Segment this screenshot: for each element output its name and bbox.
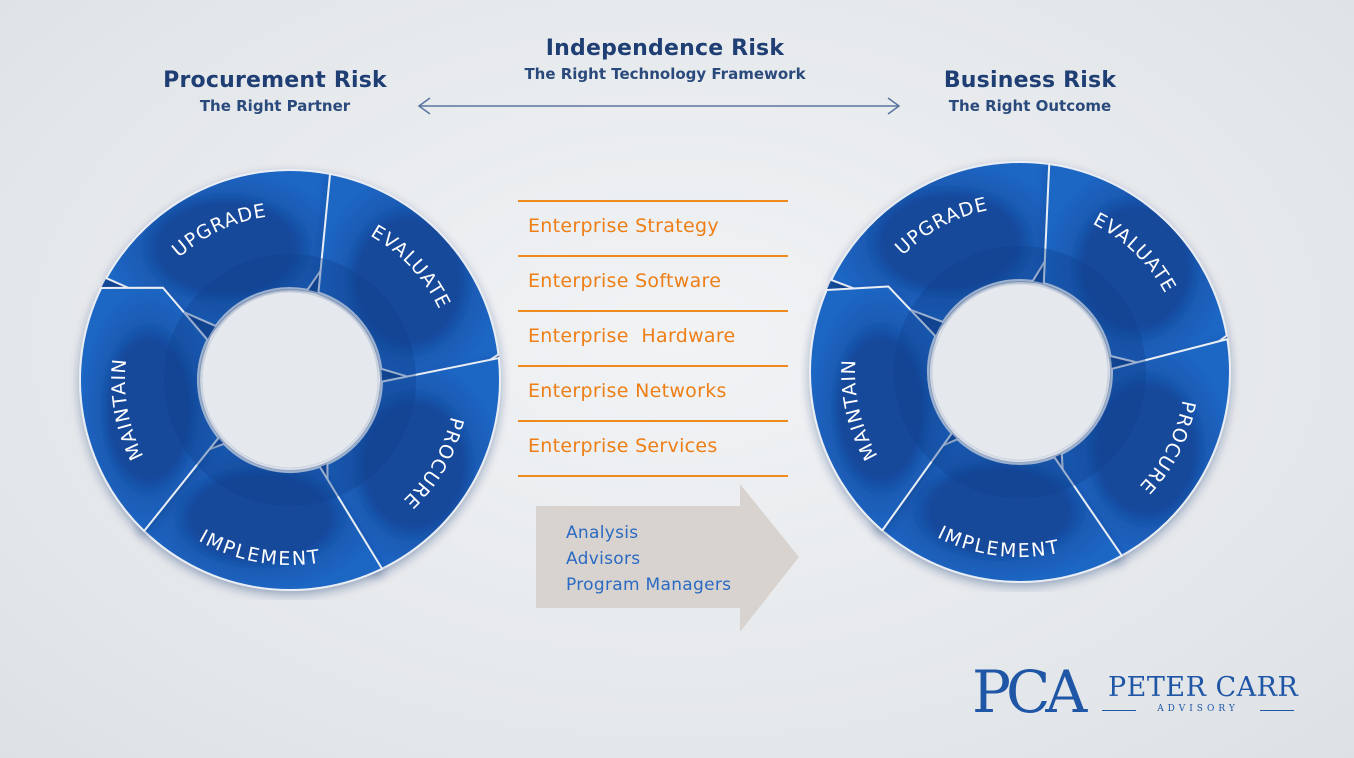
layer-enterprise-networks: Enterprise Networks	[518, 365, 788, 420]
layer-enterprise-services: Enterprise Services	[518, 420, 788, 475]
cycle-segment-maintain	[808, 285, 953, 532]
cycle-segment-implement	[137, 442, 384, 592]
cycle-segment-upgrade	[830, 161, 1070, 323]
procurement-risk-subtitle: The Right Partner	[199, 97, 351, 115]
layer-enterprise-strategy: Enterprise Strategy	[518, 200, 788, 255]
cycle-segment-implement	[875, 438, 1123, 583]
cycle-inner-shade	[894, 246, 1146, 498]
cycle-segment-procure	[326, 357, 501, 573]
arrow-item-advisors: Advisors	[566, 549, 641, 569]
cycle-center-hub	[201, 291, 379, 469]
cycle-segment-evaluate	[317, 172, 500, 390]
business-risk-header: Business Risk The Right Outcome	[905, 68, 1155, 115]
logo-rule-left	[1102, 710, 1136, 711]
services-arrow-shape	[536, 484, 799, 632]
cycle-segment-maintain	[78, 286, 220, 533]
cycle-segment-procure	[1060, 338, 1231, 561]
cycle-inner-shade	[164, 254, 416, 506]
logo-subtitle: ADVISORY	[1102, 704, 1294, 718]
arrow-item-analysis: Analysis	[566, 523, 639, 543]
layer-enterprise-software: Enterprise Software	[518, 255, 788, 310]
services-arrow-text: Analysis Advisors Program Managers	[566, 520, 731, 598]
independence-risk-subtitle: The Right Technology Framework	[524, 65, 806, 83]
technology-layer-list: Enterprise Strategy Enterprise Software …	[518, 200, 788, 477]
independence-risk-header: Independence Risk The Right Technology F…	[460, 36, 870, 83]
procurement-risk-header: Procurement Risk The Right Partner	[150, 68, 400, 115]
arrow-item-program-managers: Program Managers	[566, 575, 732, 595]
double-arrow-connector	[417, 97, 901, 115]
cycle-center-hub	[931, 283, 1109, 461]
business-risk-subtitle: The Right Outcome	[948, 97, 1112, 115]
cycle-segment-evaluate	[1042, 163, 1228, 373]
pca-logo: PCA PETER CARR ADVISORY	[972, 658, 1302, 726]
cycle-segment-upgrade	[105, 169, 348, 327]
procurement-risk-title: Procurement Risk	[163, 68, 387, 93]
layer-list-bottom-rule	[518, 475, 788, 477]
pca-logo-mark: PCA	[972, 658, 1087, 726]
logo-advisory-text: ADVISORY	[1157, 704, 1239, 714]
logo-rule-right	[1260, 710, 1294, 711]
layer-enterprise-hardware: Enterprise Hardware	[518, 310, 788, 365]
business-risk-title: Business Risk	[943, 68, 1117, 93]
logo-company-name: PETER CARR	[1108, 672, 1299, 703]
independence-risk-title: Independence Risk	[545, 36, 785, 61]
